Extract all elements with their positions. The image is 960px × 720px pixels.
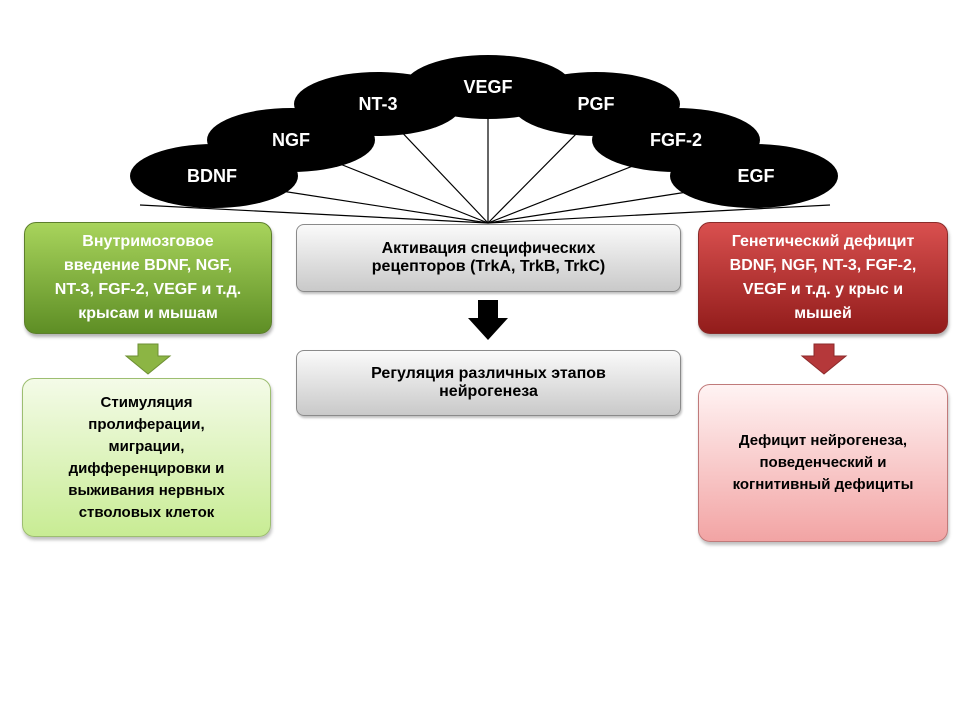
box-text-line: стволовых клеток <box>78 503 215 521</box>
box-text-line: миграции, <box>108 437 185 455</box>
neurogenesis-regulation-box: Регуляция различных этапов нейрогенеза <box>296 350 681 416</box>
connector-line <box>487 159 649 224</box>
connector-line <box>274 189 489 224</box>
box-text-line: Регуляция различных этапов <box>371 365 606 382</box>
connector-line <box>487 204 831 224</box>
receptor-activation-box: Активация специфических рецепторов (TrkA… <box>296 224 681 292</box>
connector-lines <box>139 115 831 224</box>
box-text-line: Активация специфических <box>381 240 596 257</box>
ellipse-label: PGF <box>577 94 614 114</box>
box-text-line: Генетический дефицит <box>731 233 915 250</box>
box-text-line: поведенческий и <box>759 454 887 471</box>
connector-line <box>329 159 489 224</box>
connector-line <box>139 204 489 224</box>
ellipse-label: NT-3 <box>358 94 397 114</box>
stimulation-box: Стимуляция пролиферации, миграции, диффе… <box>22 378 271 537</box>
ellipse-label: EGF <box>737 166 774 186</box>
box-text-line: крысам и мышам <box>78 305 218 322</box>
ellipse-label: NGF <box>272 130 310 150</box>
box-text-line: пролиферации, <box>88 415 205 433</box>
box-text-line: Дефицит нейрогенеза, <box>738 432 908 449</box>
connector-line <box>487 124 586 224</box>
box-text-line: когнитивный дефициты <box>732 476 914 493</box>
ellipse-label: VEGF <box>463 77 512 97</box>
box-text-line: BDNF, NGF, NT-3, FGF-2, <box>729 257 917 274</box>
ellipse-label: FGF-2 <box>650 130 702 150</box>
box-text-line: Стимуляция <box>100 393 193 411</box>
ellipse-label: BDNF <box>187 166 237 186</box>
box-text-line: рецепторов (TrkA, TrkB, TrkC) <box>371 258 606 275</box>
genetic-deficit-box: Генетический дефицит BDNF, NGF, NT-3, FG… <box>698 222 948 334</box>
connector-line <box>394 124 489 224</box>
box-text-line: дифференцировки и <box>68 459 225 477</box>
box-text-line: VEGF и т.д. у крыс и <box>742 281 904 298</box>
neurogenesis-deficit-box: Дефицит нейрогенеза, поведенческий и ког… <box>698 384 948 542</box>
box-text-line: выживания нервных <box>68 481 225 499</box>
box-text-line: Внутримозговое <box>82 233 214 250</box>
intracerebral-administration-box: Внутримозговое введение BDNF, NGF, NT-3,… <box>24 222 272 334</box>
box-text-line: мышей <box>794 305 852 322</box>
ellipse-vegf: VEGF <box>404 55 572 119</box>
down-arrow-icon <box>468 300 508 340</box>
down-arrow-icon <box>800 343 848 375</box>
box-text-line: NT-3, FGF-2, VEGF и т.д. <box>54 281 242 298</box>
down-arrow-icon <box>124 343 172 375</box>
box-text-line: нейрогенеза <box>439 383 538 400</box>
box-text-line: введение BDNF, NGF, <box>63 257 233 274</box>
connector-line <box>487 189 701 224</box>
